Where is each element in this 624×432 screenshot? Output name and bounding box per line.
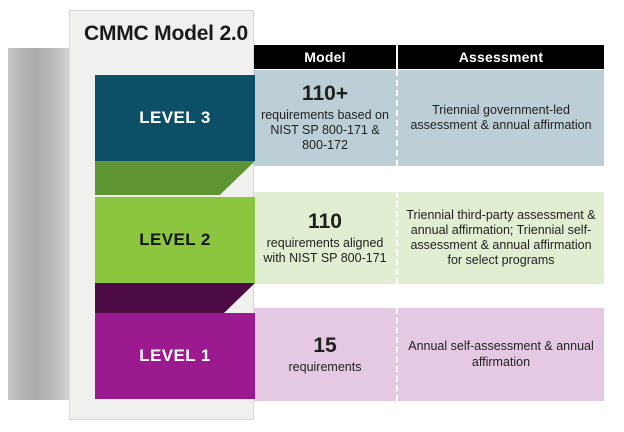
table-row-level-3: 110+ requirements based on NIST SP 800-1…	[254, 70, 604, 166]
level-block-3: LEVEL 3	[95, 75, 255, 161]
cell-assessment-level-2: Triennial third-party assessment & annua…	[398, 192, 604, 284]
cell-model-level-1: 15 requirements	[254, 308, 398, 401]
requirement-description-level-2: requirements aligned with NIST SP 800-17…	[263, 235, 387, 265]
column-header-assessment: Assessment	[398, 45, 604, 69]
level-block-1: LEVEL 1	[95, 313, 255, 399]
cell-assessment-level-3: Triennial government-led assessment & an…	[398, 70, 604, 166]
table-row-level-1: 15 requirements Annual self-assessment &…	[254, 308, 604, 401]
requirement-count-level-3: 110+	[301, 82, 349, 106]
requirement-description-level-3: requirements based on NIST SP 800-171 & …	[261, 108, 389, 152]
level-block-2: LEVEL 2	[95, 197, 255, 283]
cell-assessment-level-1: Annual self-assessment & annual affirmat…	[398, 308, 604, 401]
table-row-level-2: 110 requirements aligned with NIST SP 80…	[254, 192, 604, 284]
requirement-count-level-1: 15	[313, 333, 337, 357]
cell-model-level-3: 110+ requirements based on NIST SP 800-1…	[254, 70, 398, 166]
requirement-count-level-2: 110	[308, 209, 342, 233]
panel-3d-side-edge	[8, 48, 70, 400]
requirement-description-level-1: requirements	[288, 359, 362, 374]
assessment-description-level-1: Annual self-assessment & annual affirmat…	[408, 339, 594, 369]
cell-model-level-2: 110 requirements aligned with NIST SP 80…	[254, 192, 398, 284]
assessment-description-level-2: Triennial third-party assessment & annua…	[406, 207, 596, 268]
column-header-model: Model	[254, 45, 396, 69]
page-title: CMMC Model 2.0	[84, 22, 249, 45]
assessment-description-level-3: Triennial government-led assessment & an…	[410, 102, 592, 132]
